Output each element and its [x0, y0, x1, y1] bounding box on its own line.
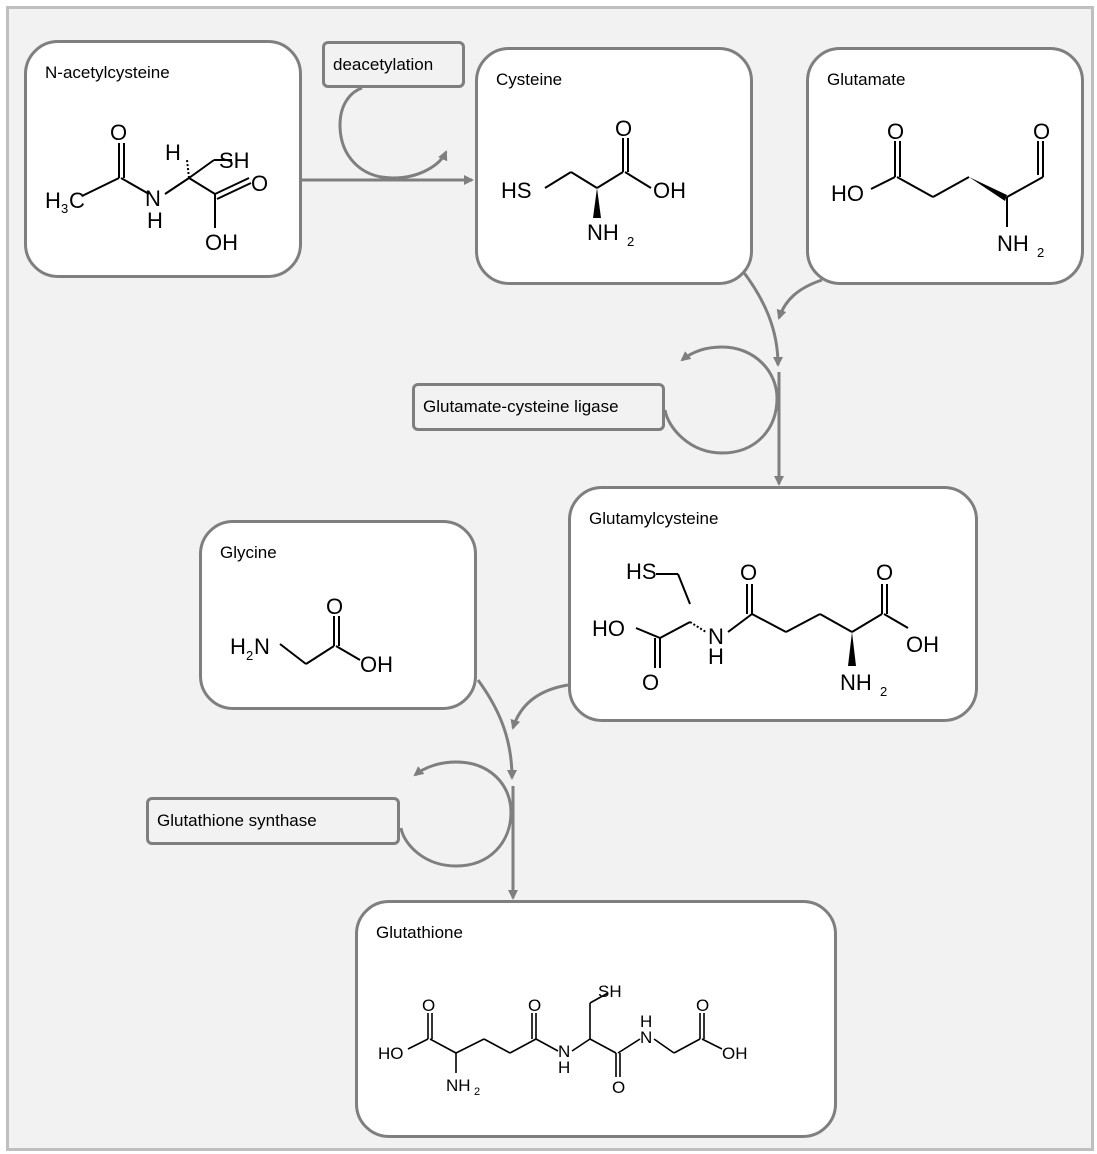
structure-glutamylcysteine: HS O O HO N H O OH NH 2	[592, 559, 939, 699]
node-title: Glutamate	[827, 70, 906, 89]
node-glutathione: Glutathione SH O O O O HO	[355, 900, 837, 1138]
arrow-synthase-loop	[399, 760, 513, 868]
atom-hs: HS	[626, 559, 657, 584]
atom-n: N	[254, 634, 270, 659]
atom-o3: O	[642, 670, 659, 695]
structure-n-acetylcysteine: SH H O O H 3 C N H OH	[45, 120, 268, 255]
structure-glycine: H 2 N O OH	[230, 594, 393, 677]
atom-o1: O	[422, 996, 435, 1015]
node-n-acetylcysteine: N-acetylcysteine SH H O O H 3 C N H OH	[24, 40, 302, 278]
node-glycine: Glycine H 2 N O OH	[199, 520, 477, 710]
atom-sub2: 2	[880, 684, 887, 699]
enzyme-glutathione-synthase: Glutathione synthase	[146, 797, 400, 845]
enzyme-label: Glutathione synthase	[157, 811, 317, 830]
wedge-bond	[969, 177, 1007, 201]
atom-ho: HO	[378, 1044, 404, 1063]
atom-ho: HO	[831, 181, 864, 206]
structure-glutathione: SH O O O O HO NH 2 N H N H OH	[378, 982, 748, 1098]
atom-h-b: H	[640, 1012, 652, 1031]
atom-oh: OH	[906, 632, 939, 657]
atom-h: H	[708, 644, 724, 669]
atom-c: C	[69, 188, 85, 213]
node-title: Glycine	[220, 543, 277, 562]
atom-o1: O	[887, 119, 904, 144]
enzyme-glutamate-cysteine-ligase: Glutamate-cysteine ligase	[412, 383, 665, 431]
arrow-glutamylcysteine-curve	[510, 683, 569, 730]
arrow-cysteine-curve	[740, 269, 783, 367]
atom-sh: SH	[219, 148, 250, 173]
arrow-ligase-loop	[663, 345, 779, 455]
arrow-glycine-curve	[476, 679, 517, 780]
node-cysteine: Cysteine HS O OH NH 2	[475, 47, 753, 285]
atom-hs: HS	[501, 178, 532, 203]
atom-sh: SH	[598, 982, 622, 1001]
atom-n: N	[708, 624, 724, 649]
atom-o2: O	[1033, 119, 1050, 144]
atom-oh: OH	[653, 178, 686, 203]
node-title: Cysteine	[496, 70, 563, 89]
atom-nh: NH	[587, 220, 619, 245]
atom-nh2: NH	[446, 1076, 471, 1095]
node-glutamate: Glutamate O O HO NH 2	[806, 47, 1084, 285]
atom-n-b: N	[640, 1028, 652, 1047]
node-title: Glutathione	[376, 923, 463, 942]
atom-h-n: H	[147, 208, 163, 233]
atom-oh: OH	[360, 652, 393, 677]
atom-oh: OH	[722, 1044, 748, 1063]
atom-h: H	[230, 634, 246, 659]
atom-o: O	[326, 594, 343, 619]
atom-sub2: 2	[627, 234, 634, 249]
structure-cysteine: HS O OH NH 2	[501, 116, 686, 249]
structure-glutamate: O O HO NH 2	[831, 119, 1050, 260]
arrow-glutamate-curve	[776, 278, 823, 320]
arrow-deacetylation-loop	[338, 86, 446, 180]
atom-sub2: 2	[1037, 245, 1044, 260]
wedge-bond	[593, 188, 601, 218]
atom-sub2: 2	[474, 1086, 480, 1098]
node-title: N-acetylcysteine	[45, 63, 170, 82]
atom-n: N	[145, 186, 161, 211]
atom-sub2: 2	[246, 648, 253, 663]
atom-o4: O	[696, 996, 709, 1015]
node-title: Glutamylcysteine	[589, 509, 719, 528]
atom-o2: O	[876, 560, 893, 585]
atom-h3: H	[45, 188, 61, 213]
atom-o1: O	[740, 560, 757, 585]
atom-o: O	[615, 116, 632, 141]
enzyme-label: deacetylation	[333, 54, 434, 74]
atom-o3: O	[612, 1078, 625, 1097]
atom-o2: O	[528, 996, 541, 1015]
atom-o2: O	[251, 171, 268, 196]
atom-n-a: N	[558, 1042, 570, 1061]
atom-h-a: H	[558, 1058, 570, 1077]
atom-o: O	[110, 120, 127, 145]
enzyme-deacetylation: deacetylation	[322, 41, 465, 88]
atom-ho: HO	[592, 616, 625, 641]
atom-nh: NH	[997, 231, 1029, 256]
atom-oh: OH	[205, 230, 238, 255]
wedge-bond	[848, 632, 856, 666]
atom-h: H	[165, 140, 181, 165]
atom-nh: NH	[840, 670, 872, 695]
atom-sub3: 3	[61, 201, 68, 216]
enzyme-label: Glutamate-cysteine ligase	[423, 397, 619, 416]
node-glutamylcysteine: Glutamylcysteine HS O O HO N H O OH NH 2	[568, 486, 978, 722]
